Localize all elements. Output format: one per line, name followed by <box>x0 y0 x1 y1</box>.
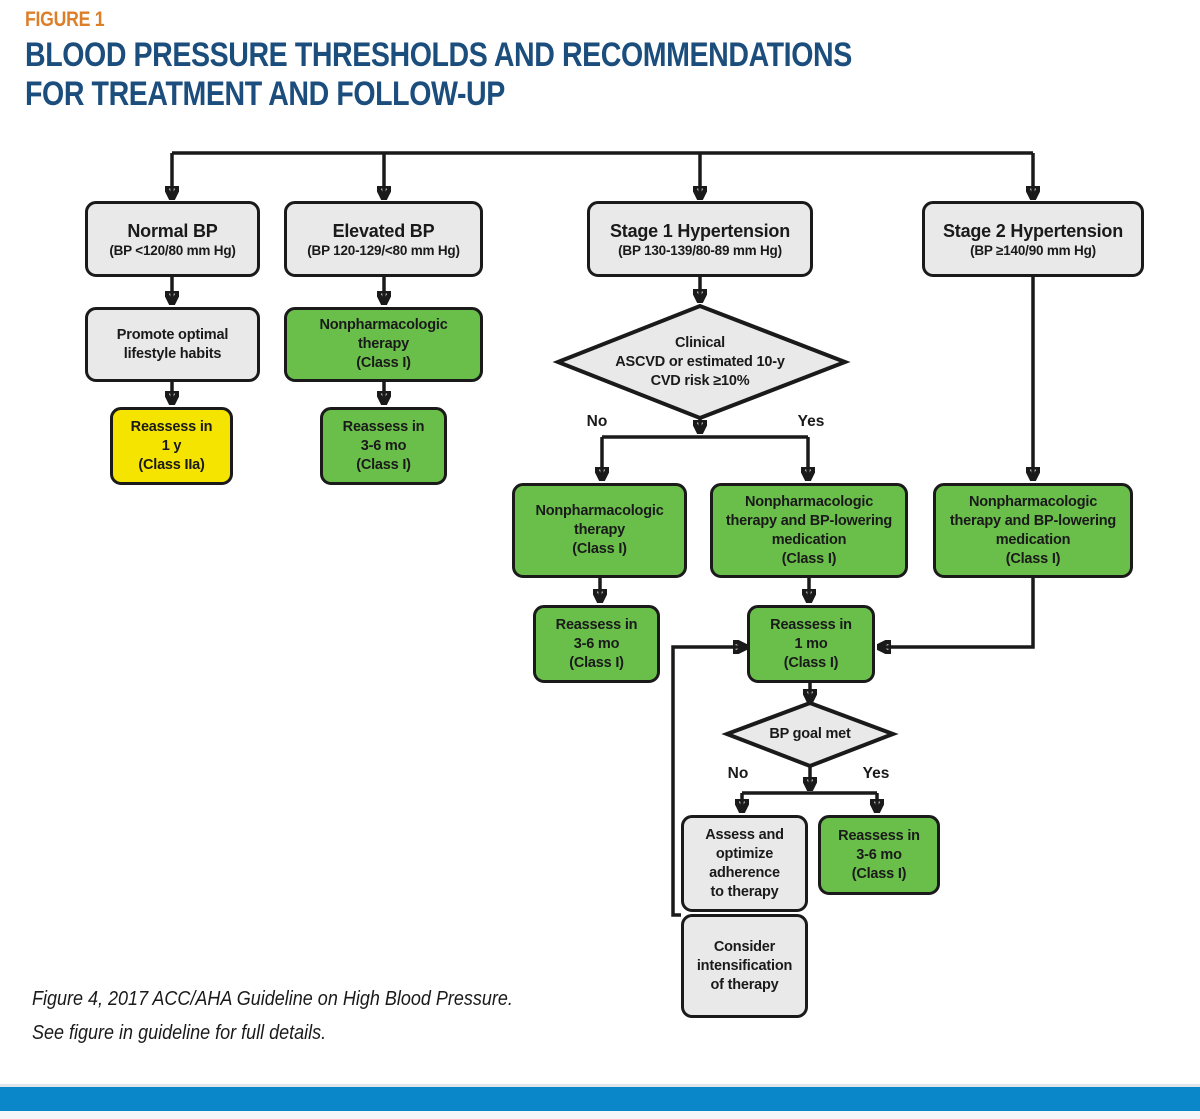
node-reassess-36-goal: Reassess in 3-6 mo (Class I) <box>818 815 940 895</box>
node-nonpharm-elevated: Nonpharmacologic therapy (Class I) <box>284 307 483 382</box>
node-line: (Class I) <box>1005 550 1061 567</box>
figure-caption: Figure 4, 2017 ACC/AHA Guideline on High… <box>32 982 513 1050</box>
node-line: Reassess in <box>342 418 425 435</box>
node-line: (Class I) <box>851 865 907 882</box>
node-line: optimize <box>715 845 774 862</box>
node-line: Reassess in <box>555 616 638 633</box>
branch-label-goal-yes: Yes <box>862 765 890 782</box>
node-line: therapy and BP-lowering <box>949 512 1117 529</box>
node-normal-bp: Normal BP (BP <120/80 mm Hg) <box>85 201 260 277</box>
node-line: Nonpharmacologic <box>319 317 448 333</box>
bp-goal-decision-diamond <box>721 700 899 769</box>
node-line: (Class I) <box>569 654 624 671</box>
node-line: (Class I) <box>356 456 411 473</box>
node-reassess-1mo: Reassess in 1 mo (Class I) <box>747 605 875 683</box>
node-line: (Class IIa) <box>138 456 205 473</box>
page-title-line2: FOR TREATMENT AND FOLLOW-UP <box>25 75 505 113</box>
node-line: lifestyle habits <box>123 345 222 362</box>
node-title: Stage 2 Hypertension <box>942 220 1124 241</box>
page-title: BLOOD PRESSURE THRESHOLDS AND RECOMMENDA… <box>25 36 852 114</box>
node-assess-adherence: Assess and optimize adherence to therapy <box>681 815 808 912</box>
caption-line1: Figure 4, 2017 ACC/AHA Guideline on High… <box>32 988 513 1010</box>
node-line: 3-6 mo <box>856 846 902 863</box>
node-title: Stage 1 Hypertension <box>609 220 791 241</box>
bp-goal-decision-label: BP goal met <box>745 713 875 756</box>
bottom-divider <box>0 1084 1200 1087</box>
branch-label-goal-no: No <box>727 765 749 782</box>
branch-label-ascvd-yes: Yes <box>797 413 825 430</box>
decision-line: ASCVD or estimated 10-y <box>615 353 785 370</box>
node-line: 3-6 mo <box>573 635 620 652</box>
node-title: Elevated BP <box>332 220 435 241</box>
node-reassess-1y: Reassess in 1 y (Class IIa) <box>110 407 233 485</box>
node-subtitle: (BP 120-129/<80 mm Hg) <box>307 242 460 258</box>
node-line: therapy <box>358 336 409 352</box>
node-line: Nonpharmacologic <box>968 493 1098 510</box>
node-line: Nonpharmacologic <box>535 503 664 519</box>
node-subtitle: (BP ≥140/90 mm Hg) <box>970 242 1096 258</box>
node-consider-intensification: Consider intensification of therapy <box>681 914 808 1018</box>
node-nonpharm-yes: Nonpharmacologic therapy and BP-lowering… <box>710 483 908 578</box>
node-line: (Class I) <box>572 541 627 557</box>
ascvd-decision-label: Clinical ASCVD or estimated 10-y CVD ris… <box>575 320 825 404</box>
connector-feedback-loop <box>671 647 743 917</box>
node-line: 3-6 mo <box>360 437 407 454</box>
node-line: Assess and <box>705 826 784 843</box>
node-stage2-hypertension: Stage 2 Hypertension (BP ≥140/90 mm Hg) <box>922 201 1144 277</box>
node-line: therapy <box>574 522 625 538</box>
connector-stage2-elbow-to-reassess1mo <box>881 578 1035 647</box>
node-line: (Class I) <box>783 654 839 671</box>
node-line: to therapy <box>710 883 779 900</box>
node-line: Promote optimal <box>116 326 229 343</box>
node-title: Normal BP <box>127 220 218 241</box>
ascvd-decision-diamond <box>552 303 851 421</box>
node-subtitle: (BP <120/80 mm Hg) <box>109 242 236 258</box>
caption-line2: See figure in guideline for full details… <box>32 1022 327 1044</box>
node-stage1-hypertension: Stage 1 Hypertension (BP 130-139/80-89 m… <box>587 201 813 277</box>
branch-label-ascvd-no: No <box>586 413 608 430</box>
node-line: of therapy <box>710 976 779 993</box>
decision-line: Clinical <box>675 334 725 351</box>
page-title-line1: BLOOD PRESSURE THRESHOLDS AND RECOMMENDA… <box>25 36 852 74</box>
node-line: adherence <box>709 864 780 881</box>
node-line: Reassess in <box>838 827 920 844</box>
node-line: intensification <box>696 957 793 974</box>
node-promote-lifestyle: Promote optimal lifestyle habits <box>85 307 260 382</box>
node-line: therapy and BP-lowering <box>725 512 893 529</box>
node-reassess-36-elevated: Reassess in 3-6 mo (Class I) <box>320 407 447 485</box>
node-line: medication <box>771 531 847 548</box>
decision-line: BP goal met <box>769 726 851 742</box>
node-line: (Class I) <box>356 355 411 371</box>
node-line: 1 mo <box>794 635 828 652</box>
decision-line: CVD risk ≥10% <box>650 372 750 389</box>
node-reassess-36-no: Reassess in 3-6 mo (Class I) <box>533 605 660 683</box>
bottom-blue-bar <box>0 1087 1200 1111</box>
node-line: Reassess in <box>130 418 213 435</box>
node-elevated-bp: Elevated BP (BP 120-129/<80 mm Hg) <box>284 201 483 277</box>
bottom-strip <box>0 1111 1200 1119</box>
node-line: Consider <box>713 938 776 955</box>
node-line: Nonpharmacologic <box>744 493 874 510</box>
node-line: 1 y <box>161 437 182 454</box>
node-nonpharm-stage2: Nonpharmacologic therapy and BP-lowering… <box>933 483 1133 578</box>
node-line: medication <box>995 531 1071 548</box>
node-subtitle: (BP 130-139/80-89 mm Hg) <box>618 242 782 258</box>
node-line: Reassess in <box>770 616 852 633</box>
node-line: (Class I) <box>781 550 837 567</box>
figure-label: FIGURE 1 <box>25 8 105 31</box>
node-nonpharm-no: Nonpharmacologic therapy (Class I) <box>512 483 687 578</box>
